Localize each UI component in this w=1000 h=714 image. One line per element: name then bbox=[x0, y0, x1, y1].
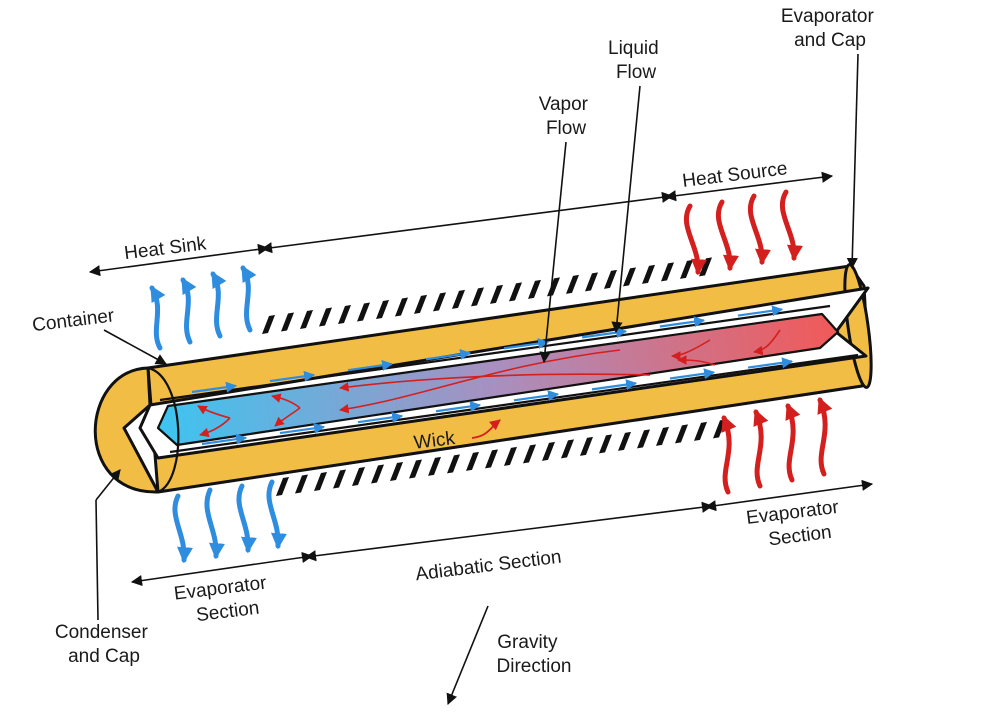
label-heat-source: Heat Source bbox=[681, 158, 788, 192]
label-vapor-flow: Vapor Flow bbox=[539, 94, 594, 139]
insulation-dash bbox=[542, 441, 555, 461]
insulation-dash bbox=[642, 264, 655, 284]
insulation-dash bbox=[295, 474, 308, 494]
insulation-dash bbox=[395, 297, 408, 317]
liquid-flow-arrow bbox=[347, 359, 394, 372]
insulation-hatching-bottom bbox=[276, 419, 726, 496]
insulation-dash bbox=[528, 279, 541, 299]
insulation-dash bbox=[623, 267, 636, 287]
insulation-dash bbox=[566, 274, 579, 294]
insulation-dash bbox=[390, 461, 403, 481]
insulation-dash bbox=[509, 282, 522, 302]
insulation-dash bbox=[561, 439, 574, 459]
heat-sink-arrows bbox=[149, 265, 257, 351]
label-adiabatic-section: Adiabatic Section bbox=[414, 547, 562, 586]
insulation-dash bbox=[618, 431, 631, 451]
insulation-dash bbox=[490, 284, 503, 304]
insulation-dash bbox=[371, 464, 384, 484]
insulation-dash bbox=[433, 292, 446, 312]
liquid-flow-arrow bbox=[279, 422, 326, 435]
insulation-dash bbox=[694, 421, 707, 441]
insulation-dash bbox=[637, 429, 650, 449]
liquid-flow-arrows bbox=[191, 305, 794, 446]
liquid-flow-arrow bbox=[659, 316, 706, 328]
label-condenser-cap: Condenser and Cap bbox=[55, 622, 153, 667]
label-heat-sink: Heat Sink bbox=[123, 233, 208, 264]
insulation-dash bbox=[485, 449, 498, 469]
insulation-dash bbox=[319, 307, 332, 327]
insulation-dash bbox=[452, 289, 465, 309]
insulation-dash bbox=[547, 277, 560, 297]
insulation-dash bbox=[656, 426, 669, 446]
label-evaporator-section-right: Evaporator Section bbox=[745, 496, 848, 553]
insulation-dash bbox=[699, 257, 712, 277]
liquid-flow-arrow bbox=[669, 368, 716, 380]
insulation-dash bbox=[414, 294, 427, 314]
liquid-flow-arrow bbox=[591, 379, 638, 391]
insulation-dash bbox=[580, 436, 593, 456]
insulation-dash bbox=[314, 471, 327, 491]
liquid-flow-arrow bbox=[201, 433, 248, 446]
insulation-dash bbox=[300, 309, 313, 329]
insulation-dash bbox=[357, 302, 370, 322]
insulation-dash bbox=[675, 424, 688, 444]
liquid-flow-arrow bbox=[357, 411, 404, 424]
label-container: Container bbox=[31, 305, 116, 336]
insulation-dash bbox=[262, 315, 275, 334]
liquid-flow-arrow bbox=[269, 370, 316, 383]
insulation-dash bbox=[466, 451, 479, 471]
liquid-flow-arrow bbox=[747, 357, 794, 369]
label-evaporator-cap-top: Evaporator and Cap bbox=[781, 6, 879, 51]
liquid-flow-arrow bbox=[513, 390, 560, 402]
label-gravity-direction: Gravity Direction bbox=[497, 632, 572, 677]
insulation-dash bbox=[604, 269, 617, 289]
dimension-lines bbox=[88, 171, 874, 587]
evaporator-section-left-arrows bbox=[172, 479, 287, 564]
insulation-dash bbox=[352, 466, 365, 486]
liquid-flow-arrow bbox=[425, 349, 472, 361]
liquid-flow-arrow bbox=[737, 305, 784, 317]
liquid-flow-arrow bbox=[191, 381, 238, 394]
liquid-flow-arrow bbox=[503, 338, 550, 350]
vapor-flow-lines bbox=[197, 329, 781, 438]
insulation-dash bbox=[276, 477, 289, 496]
insulation-dash bbox=[661, 262, 674, 282]
label-liquid-flow: Liquid Flow bbox=[608, 38, 664, 83]
leader-lines bbox=[95, 53, 859, 706]
insulation-dash bbox=[376, 299, 389, 319]
insulation-dash bbox=[338, 304, 351, 324]
label-wick: Wick bbox=[413, 428, 457, 454]
insulation-dash bbox=[281, 312, 294, 332]
insulation-dash bbox=[409, 459, 422, 479]
insulation-dash bbox=[523, 444, 536, 464]
insulation-dash bbox=[585, 272, 598, 292]
insulation-dash bbox=[680, 259, 693, 279]
evaporator-section-right-arrows bbox=[721, 397, 833, 495]
insulation-dash bbox=[504, 446, 517, 466]
insulation-dash bbox=[599, 434, 612, 454]
insulation-dash bbox=[333, 469, 346, 489]
insulation-dash bbox=[471, 287, 484, 307]
insulation-dash bbox=[447, 454, 460, 474]
insulation-hatching-top bbox=[262, 257, 712, 334]
liquid-flow-arrow bbox=[435, 401, 482, 413]
heat-source-arrows bbox=[683, 189, 803, 276]
insulation-dash bbox=[428, 456, 441, 476]
label-evaporator-section-left: Evaporator Section bbox=[173, 572, 276, 629]
